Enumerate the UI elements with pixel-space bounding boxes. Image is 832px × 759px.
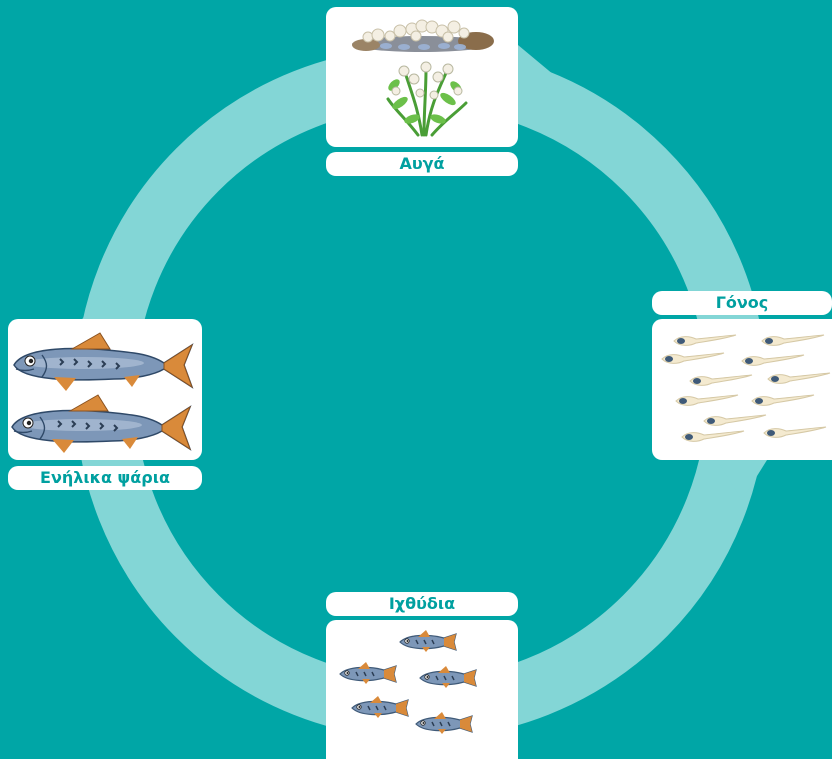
eggs-on-plants-icon	[352, 19, 494, 137]
stage-label-fingerlings: Ιχθύδια	[326, 592, 518, 616]
stage-label-adults: Ενήλικα ψάρια	[8, 466, 202, 490]
stage-label-eggs: Αυγά	[326, 152, 518, 176]
eggs-card	[326, 7, 518, 147]
adults-card	[8, 319, 202, 460]
stage-label-fry: Γόνος	[652, 291, 832, 315]
adult-fish-icon	[11, 332, 193, 454]
arrow-head-left	[80, 282, 140, 322]
arrow-head-right	[712, 452, 772, 500]
arrow-head-top	[512, 40, 560, 108]
larvae-icon	[661, 334, 831, 442]
young-fish-school-icon	[339, 629, 477, 735]
arrow-head-bottom	[286, 662, 338, 718]
fry-card	[652, 319, 832, 460]
fingerlings-card	[326, 620, 518, 759]
